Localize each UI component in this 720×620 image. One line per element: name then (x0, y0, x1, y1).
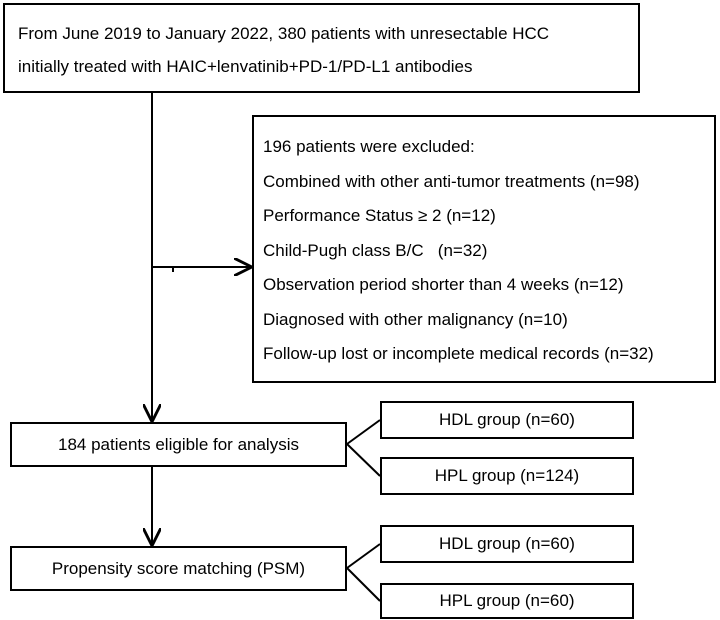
split-psm-hdl (346, 543, 381, 569)
hdl-group-after-box: HDL group (n=60) (380, 525, 634, 563)
initial-cohort-line-1: From June 2019 to January 2022, 380 pati… (18, 24, 550, 43)
hpl-group-after-label: HPL group (n=60) (439, 591, 575, 610)
psm-label: Propensity score matching (PSM) (51, 558, 306, 578)
exclusion-item: Diagnosed with other malignancy (n=10) (263, 309, 568, 329)
exclusion-box: 196 patients were excluded: Combined wit… (252, 115, 716, 383)
eligible-label: 184 patients eligible for analysis (58, 434, 299, 454)
psm-box: Propensity score matching (PSM) (10, 546, 347, 591)
hpl-group-before-label: HPL group (n=124) (434, 466, 580, 485)
initial-cohort-box: From June 2019 to January 2022, 380 pati… (3, 3, 640, 93)
exclusion-item: Combined with other anti-tumor treatment… (263, 171, 640, 191)
exclusion-item: Performance Status ≥ 2 (n=12) (263, 206, 496, 225)
hdl-group-before-box: HDL group (n=60) (380, 401, 634, 439)
split-eligible-hdl (346, 419, 381, 445)
hpl-group-before-box: HPL group (n=124) (380, 457, 634, 495)
hdl-group-before-label: HDL group (n=60) (439, 410, 575, 429)
hpl-group-after-box: HPL group (n=60) (380, 583, 634, 619)
exclusion-item: Follow-up lost or incomplete medical rec… (263, 344, 654, 363)
split-eligible-hpl (346, 443, 381, 477)
split-psm-hpl (346, 567, 381, 602)
exclusion-title: 196 patients were excluded: (263, 137, 475, 156)
initial-cohort-line-2: initially treated with HAIC+lenvatinib+P… (18, 57, 473, 76)
hdl-group-after-label: HDL group (n=60) (439, 534, 575, 553)
exclusion-item: Child-Pugh class B/C (n=32) (263, 240, 488, 260)
exclusion-item: Observation period shorter than 4 weeks … (263, 275, 624, 294)
eligible-box: 184 patients eligible for analysis (10, 422, 347, 467)
